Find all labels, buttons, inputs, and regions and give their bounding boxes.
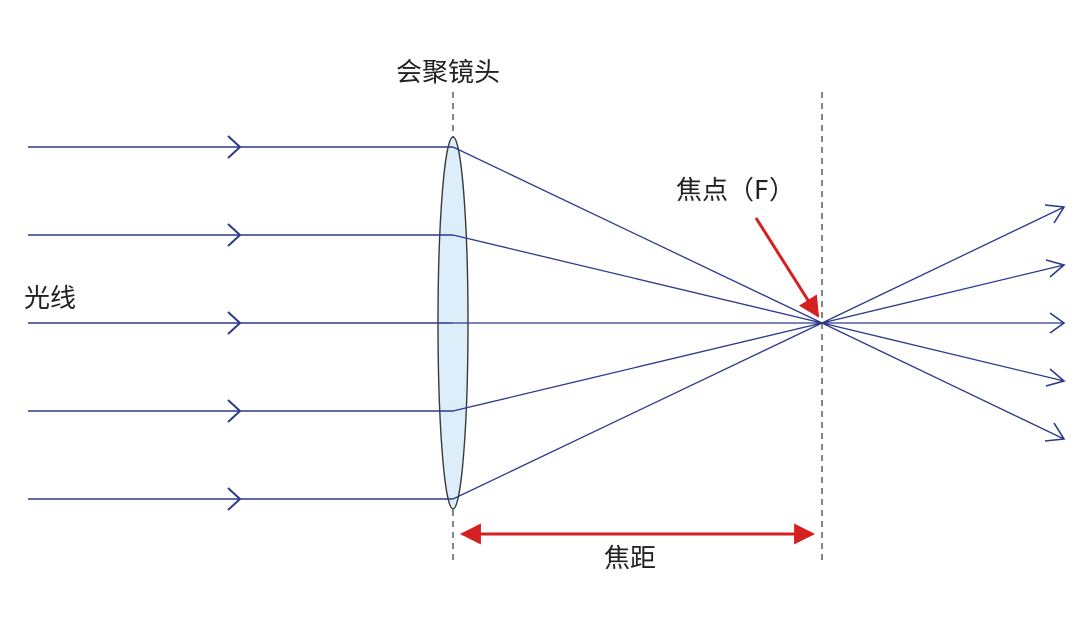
diverging-rays: [821, 206, 1065, 440]
ray-arrow-icon: [227, 311, 242, 335]
ray-end-arrow-icon: [1049, 312, 1066, 334]
diverging-ray-2: [821, 264, 1065, 324]
converging-ray-5: [452, 322, 823, 500]
lens-label: 会聚镜头: [396, 58, 501, 88]
converging-ray-4: [452, 322, 823, 412]
ray-end-arrow-icon: [1044, 422, 1066, 442]
focal-point-label: 焦点（F）: [676, 176, 795, 206]
focal-length-label: 焦距: [604, 544, 657, 574]
ray-arrow-icon: [227, 135, 242, 159]
focal-point-pointer-arrow: [754, 217, 820, 318]
converging-ray-1: [452, 146, 823, 324]
diverging-ray-4: [821, 322, 1065, 382]
diverging-ray-arrows: [1044, 204, 1066, 442]
converging-rays: [452, 146, 823, 500]
ray-arrow-icon: [227, 223, 242, 247]
incoming-ray-arrows: [227, 135, 242, 511]
light-rays-label: 光线: [24, 284, 77, 314]
ray-end-arrow-icon: [1044, 204, 1066, 224]
diverging-ray-1: [821, 206, 1065, 324]
ray-end-arrow-icon: [1045, 259, 1066, 278]
ray-arrow-icon: [227, 487, 242, 511]
ray-end-arrow-icon: [1045, 368, 1066, 387]
converging-ray-2: [452, 234, 823, 324]
ray-arrow-icon: [227, 399, 242, 423]
diverging-ray-5: [821, 322, 1065, 440]
